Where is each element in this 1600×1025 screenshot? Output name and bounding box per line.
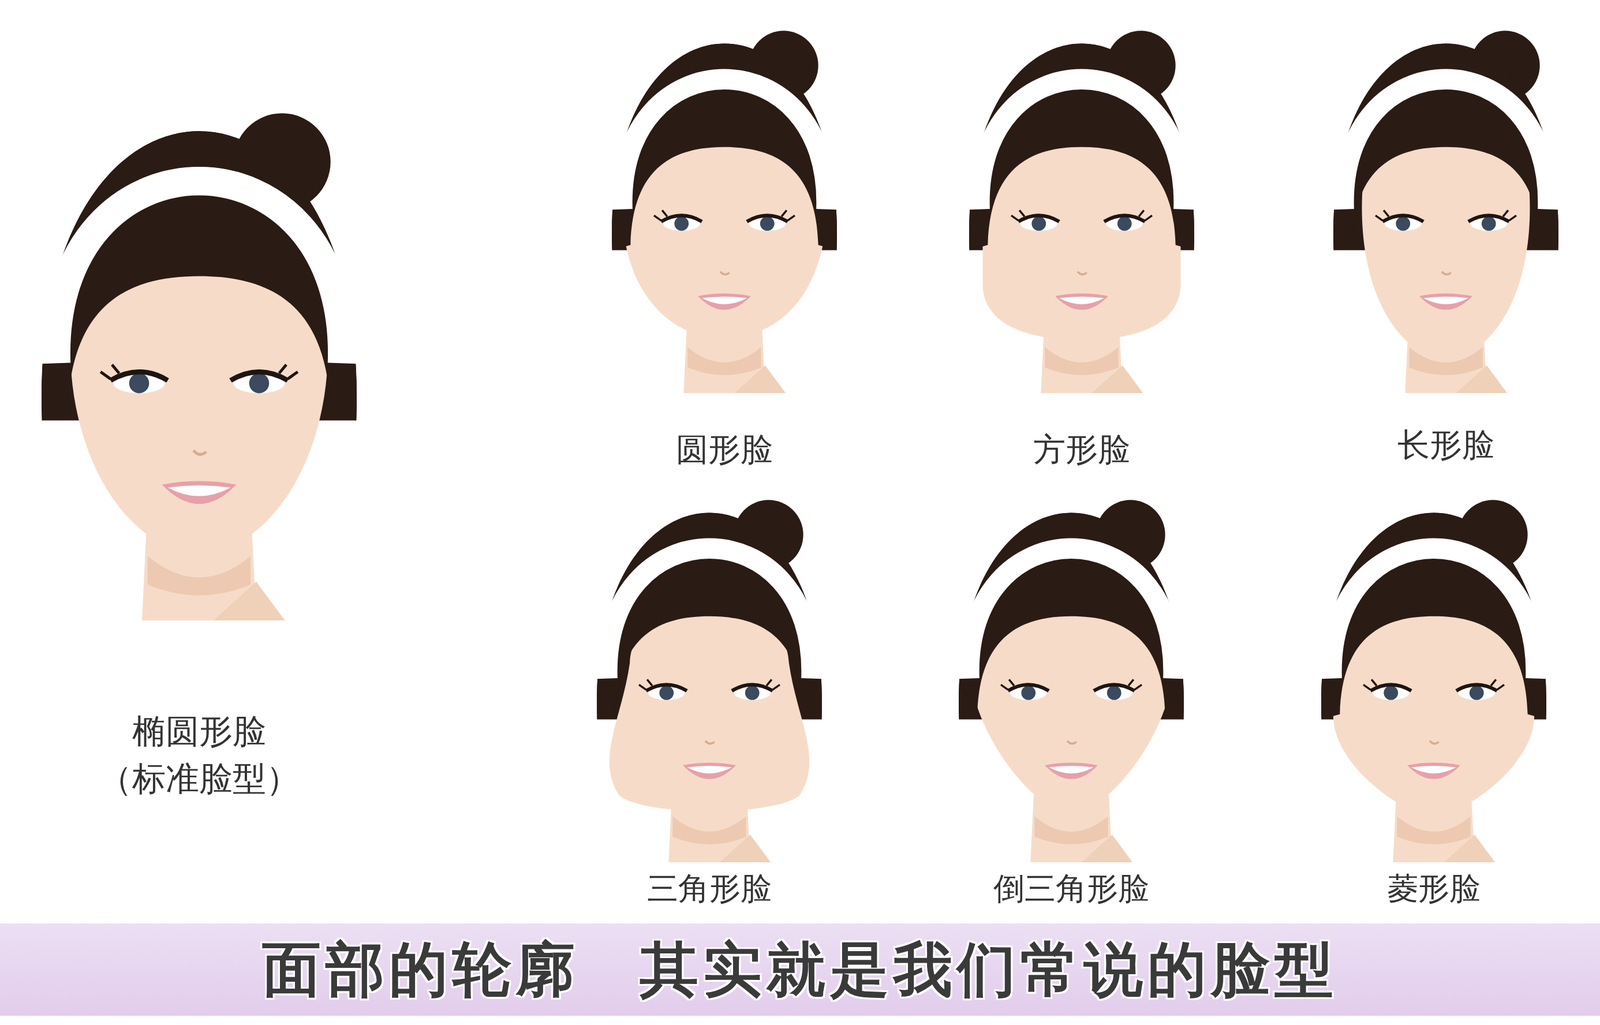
shoulder-shade: [734, 365, 786, 394]
neck-shade: [1044, 346, 1119, 376]
nose: [720, 271, 730, 275]
iris: [1117, 216, 1132, 231]
neck-shade: [1034, 816, 1108, 845]
iris: [1395, 216, 1411, 231]
shoulder-shade: [1092, 365, 1143, 394]
subtitle-bar: 面部的轮廓 其实就是我们常说的脸型: [0, 923, 1600, 1016]
shoulder-shade: [213, 581, 286, 621]
eyelash-flick: [781, 210, 795, 221]
face-type-label: 椭圆形脸: [132, 713, 267, 751]
face-type-label: 圆形脸: [675, 431, 773, 468]
hairline: [1333, 43, 1559, 250]
hairline: [596, 512, 822, 720]
iris: [745, 685, 760, 701]
lips: [1419, 293, 1473, 310]
teeth: [167, 485, 231, 497]
eyelash-flick: [1128, 679, 1142, 690]
lips: [1044, 763, 1098, 780]
headband: [969, 548, 1174, 679]
hairline: [969, 43, 1195, 250]
iris: [1031, 216, 1046, 231]
nose: [1441, 271, 1452, 275]
face-type-label: 三角形脸: [647, 871, 772, 906]
iris: [1469, 685, 1484, 701]
eyelash-flick: [1503, 210, 1517, 221]
lips: [682, 763, 736, 780]
face-drawing: [1333, 30, 1559, 394]
hairline: [611, 43, 837, 250]
lips: [162, 481, 237, 505]
face-outline: [1362, 135, 1531, 362]
face-outline: [1333, 610, 1535, 819]
eyelash-flick: [1490, 679, 1505, 690]
lips: [1055, 293, 1109, 310]
shoulder-shade: [1456, 365, 1508, 394]
neck-shade: [687, 346, 761, 376]
eyelash-flick: [1000, 679, 1015, 690]
nose: [1067, 741, 1077, 745]
iris: [249, 373, 270, 394]
nose: [705, 741, 715, 745]
face-drawing: [41, 113, 357, 621]
teeth: [1048, 765, 1094, 774]
eyelash-flick: [100, 364, 119, 380]
neck-shade: [672, 816, 746, 845]
hairline: [958, 512, 1184, 720]
iris: [1021, 685, 1036, 701]
headband: [55, 181, 343, 364]
headband: [1331, 548, 1536, 679]
face-drawing: [958, 499, 1184, 863]
nose: [1077, 271, 1087, 275]
face-drawing: [596, 499, 822, 863]
lips: [1407, 763, 1461, 780]
lips: [697, 293, 751, 310]
teeth: [1059, 296, 1105, 305]
teeth: [1411, 765, 1457, 774]
nose: [193, 450, 207, 455]
eyelash-flick: [766, 679, 780, 690]
shoulder-shade: [719, 834, 771, 863]
headband: [622, 79, 827, 209]
neck-shade: [1396, 816, 1471, 845]
eyelash-flick: [1138, 210, 1153, 221]
face-drawing: [611, 30, 837, 394]
neck-shade: [147, 556, 251, 596]
eyelash-flick: [1011, 210, 1025, 221]
headband: [1343, 79, 1549, 209]
nose: [1429, 741, 1439, 745]
eyelash-flick: [638, 679, 653, 690]
face-type-label: 倒三角形脸: [993, 871, 1150, 906]
iris: [659, 685, 674, 701]
face-type-label: 方形脸: [1033, 431, 1131, 468]
hairline: [1321, 512, 1547, 720]
shoulder-shade: [1081, 834, 1133, 863]
teeth: [686, 765, 732, 774]
face-outline: [70, 263, 328, 556]
shoulder-shade: [1444, 834, 1495, 863]
face-type-label: 长形脸: [1397, 427, 1495, 463]
face-type-label: 菱形脸: [1387, 871, 1481, 906]
hairline: [41, 131, 357, 421]
teeth: [701, 296, 747, 305]
eyelash-flick: [653, 210, 668, 221]
iris: [1383, 685, 1398, 701]
eyelash-flick: [1375, 210, 1389, 221]
iris: [129, 373, 150, 394]
eyelash-flick: [1363, 679, 1377, 690]
iris: [1481, 216, 1497, 231]
face-drawing: [1321, 499, 1547, 863]
headband: [607, 548, 812, 679]
eyelash-flick: [279, 364, 298, 380]
headband: [979, 79, 1184, 209]
iris: [760, 216, 775, 231]
face-type-label: （标准脸型）: [98, 760, 300, 798]
teeth: [1423, 296, 1469, 305]
subtitle-text: 面部的轮廓 其实就是我们常说的脸型: [0, 923, 1600, 1016]
face-drawing: [969, 30, 1195, 394]
iris: [1107, 685, 1122, 701]
iris: [674, 216, 689, 231]
